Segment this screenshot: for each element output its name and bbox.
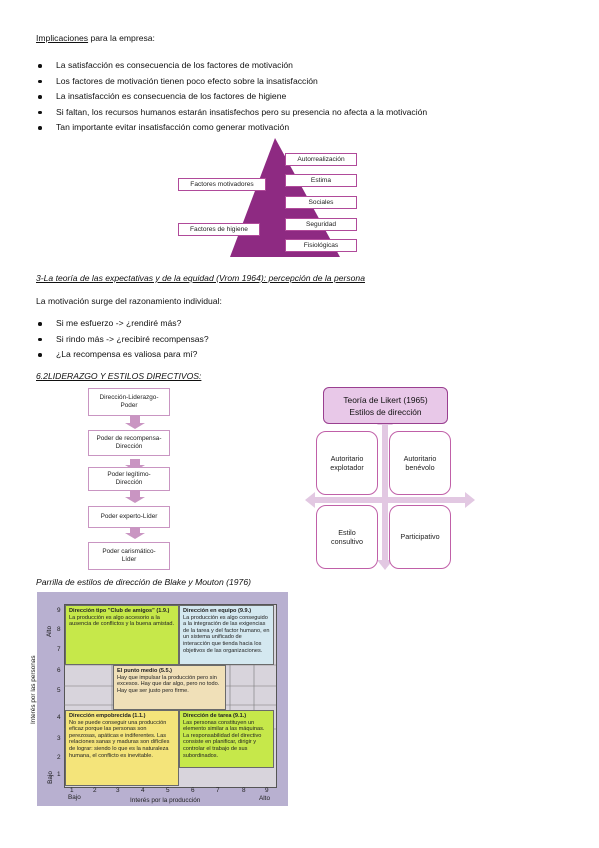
x-tick: 2	[93, 787, 97, 794]
x-axis-alto: Alto	[259, 795, 271, 802]
cell-title: Dirección empobrecida (1.1.)	[69, 713, 146, 719]
flow-line: Poder experto-Líder	[100, 512, 158, 520]
x-tick: 7	[216, 787, 220, 794]
y-tick: 1	[57, 771, 61, 778]
vroom-intro: La motivación surge del razonamiento ind…	[36, 296, 222, 306]
vroom-title: 3-La teoría de las expectativas y de la …	[36, 273, 365, 283]
flow-line: Poder carismático-	[102, 547, 156, 555]
heading-underlined: Implicaciones	[36, 33, 89, 43]
pyramid-left-label: Factores de higiene	[178, 223, 260, 236]
likert-title-line1: Teoría de Likert (1965)	[343, 394, 428, 405]
implicaciones-heading: Implicaciones para la empresa:	[36, 33, 155, 44]
flow-box-direccion-liderazgo: Dirección-Liderazgo-Poder	[88, 388, 170, 416]
blake-caption: Parrilla de estilos de dirección de Blak…	[36, 577, 251, 587]
flow-line: Líder	[121, 556, 137, 563]
blake-cell-club-amigos: Dirección tipo "Club de amigos" (1.9.) L…	[65, 605, 179, 665]
y-tick: 9	[57, 607, 61, 614]
x-tick: 5	[166, 787, 170, 794]
pyramid-level: Autorrealización	[285, 153, 357, 166]
quadrant-line: Estilo	[338, 527, 356, 537]
cell-text: Las personas constituyen un elemento sim…	[183, 719, 265, 759]
y-tick: 6	[57, 667, 61, 674]
cell-title: Dirección de tarea (9.1.)	[183, 713, 247, 719]
y-axis-alto: Alto	[46, 625, 54, 638]
list-item: La insatisfacción es consecuencia de los…	[36, 89, 427, 105]
likert-title-line2: Estilos de dirección	[349, 406, 422, 417]
flow-line: Poder de recompensa-	[96, 434, 162, 442]
pyramid-level: Estima	[285, 174, 357, 187]
blake-cell-punto-medio: El punto medio (5.5.) Hay que impulsar l…	[113, 665, 226, 710]
blake-cell-equipo: Dirección en equipo (9.9.) La producción…	[179, 605, 274, 665]
y-tick: 4	[57, 714, 61, 721]
cell-text: No se puede conseguir una producción efi…	[69, 719, 170, 759]
flow-line: Poder legítimo-	[107, 470, 151, 478]
vroom-list: Si me esfuerzo -> ¿rendiré más? Si rindo…	[36, 316, 209, 363]
flow-box-poder-experto: Poder experto-Líder	[88, 506, 170, 528]
blake-cell-empobrecida: Dirección empobrecida (1.1.) No se puede…	[65, 710, 179, 786]
cell-text: Hay que impulsar la producción pero sin …	[117, 674, 220, 694]
quadrant-line: Participativo	[400, 532, 440, 542]
x-tick: 8	[242, 787, 246, 794]
x-tick: 9	[265, 787, 269, 794]
list-item: ¿La recompensa es valiosa para mí?	[36, 347, 209, 363]
likert-title-box: Teoría de Likert (1965)Estilos de direcc…	[323, 387, 448, 424]
x-axis-label: Interés por la producción	[130, 797, 201, 804]
flow-box-poder-legitimo: Poder legítimo-Dirección	[88, 467, 170, 491]
liderazgo-title: 6.2LIDERAZGO Y ESTILOS DIRECTIVOS:	[36, 371, 202, 381]
list-item: Los factores de motivación tienen poco e…	[36, 74, 427, 90]
flow-box-poder-recompensa: Poder de recompensa-Dirección	[88, 430, 170, 456]
cell-title: Dirección tipo "Club de amigos" (1.9.)	[69, 608, 170, 614]
y-axis-label: Interés por las personas	[30, 655, 37, 724]
implicaciones-list: La satisfacción es consecuencia de los f…	[36, 58, 427, 136]
likert-quadrant-participativo: Participativo	[389, 505, 451, 569]
list-item: Si rindo más -> ¿recibiré recompensas?	[36, 332, 209, 348]
y-tick: 5	[57, 687, 61, 694]
quadrant-line: explotador	[330, 463, 364, 472]
flow-line: Dirección	[115, 479, 143, 486]
cell-title: Dirección en equipo (9.9.)	[183, 608, 252, 614]
quadrant-line: Autoritario	[330, 453, 364, 463]
pyramid-left-label: Factores motivadores	[178, 178, 266, 191]
x-tick: 4	[141, 787, 145, 794]
quadrant-line: Autoritario	[403, 453, 437, 463]
pyramid-level: Seguridad	[285, 218, 357, 231]
x-axis-bajo: Bajo	[68, 794, 81, 801]
quadrant-line: consultivo	[331, 537, 363, 546]
cell-text: La producción es algo conseguido a la in…	[183, 614, 270, 654]
y-tick: 2	[57, 754, 61, 761]
list-item: Tan importante evitar insatisfacción com…	[36, 120, 427, 136]
x-tick: 1	[70, 787, 74, 794]
y-axis-bajo: Bajo	[46, 771, 54, 784]
y-tick: 8	[57, 626, 61, 633]
flow-line: Dirección	[115, 443, 143, 450]
cell-title: El punto medio (5.5.)	[117, 668, 173, 674]
flow-line: Poder	[120, 402, 138, 409]
flow-box-poder-carismatico: Poder carismático-Líder	[88, 542, 170, 570]
y-tick: 3	[57, 735, 61, 742]
x-tick: 3	[116, 787, 120, 794]
list-item: Si me esfuerzo -> ¿rendiré más?	[36, 316, 209, 332]
list-item: Si faltan, los recursos humanos estarán …	[36, 105, 427, 121]
quadrant-line: benévolo	[405, 463, 435, 472]
y-tick: 7	[57, 646, 61, 653]
blake-cell-tarea: Dirección de tarea (9.1.) Las personas c…	[179, 710, 274, 768]
x-tick: 6	[191, 787, 195, 794]
list-item: La satisfacción es consecuencia de los f…	[36, 58, 427, 74]
flow-line: Dirección-Liderazgo-	[99, 393, 159, 401]
pyramid-level: Sociales	[285, 196, 357, 209]
pyramid-level: Fisiológicas	[285, 239, 357, 252]
heading-rest: para la empresa:	[88, 33, 155, 43]
cell-text: La producción es algo accesorio a la aus…	[69, 614, 175, 628]
